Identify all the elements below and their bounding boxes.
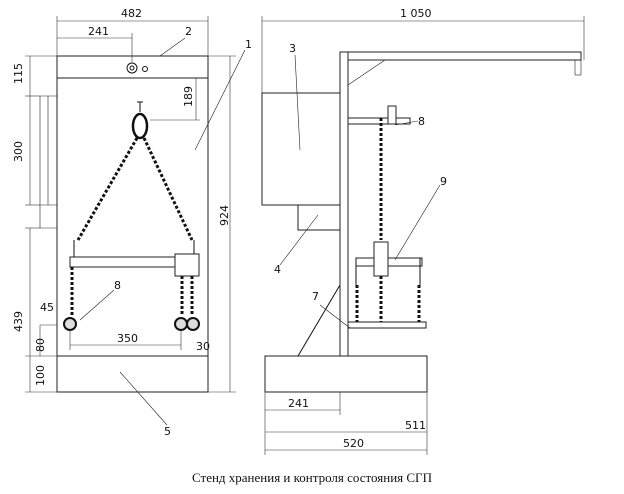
side-top-arm [347, 51, 582, 61]
hook-right-icon [186, 317, 200, 331]
chain-right [142, 137, 194, 241]
side-spreader-block [373, 241, 389, 277]
figure-caption: Стенд хранения и контроля состояния СГП [192, 470, 432, 485]
dim-overall-height: 924 [218, 205, 231, 226]
side-spreader [355, 257, 423, 267]
dim-hook-offset: 241 [88, 25, 109, 38]
bolt-icon [126, 62, 138, 74]
dim-side-base-width: 511 [405, 419, 426, 432]
side-hook-holder [387, 105, 397, 125]
callout-beam: 9 [440, 175, 447, 188]
side-post [339, 51, 349, 359]
dim-side-base-offset: 241 [288, 397, 309, 410]
front-view: 482 241 115 189 300 924 439 45 80 100 35… [12, 7, 252, 438]
side-view: 1 050 241 511 520 3 8 9 4 7 [261, 7, 585, 455]
hook-mid-icon [174, 317, 188, 331]
bolt-small-icon [142, 66, 148, 72]
dim-lower-section: 439 [12, 311, 25, 332]
callout-hook-bracket: 8 [418, 115, 425, 128]
dim-hook-drop: 189 [182, 86, 195, 107]
side-base [264, 355, 428, 393]
dim-gap: 80 [34, 338, 47, 352]
dim-base-height: 100 [34, 365, 47, 386]
front-base [56, 355, 209, 393]
dim-upper-section: 300 [12, 141, 25, 162]
dim-side-overall-width: 1 050 [400, 7, 432, 20]
bolt-center-icon [129, 65, 135, 71]
callout-frame: 1 [245, 38, 252, 51]
callout-column: 3 [289, 42, 296, 55]
dim-side-gap: 30 [196, 340, 210, 353]
dim-top-height: 115 [12, 63, 25, 84]
side-column [261, 92, 343, 206]
callout-sling: 8 [114, 279, 121, 292]
dim-overall-width: 482 [121, 7, 142, 20]
master-ring-icon [131, 112, 149, 140]
dim-hook-size: 45 [40, 301, 54, 314]
callout-base: 5 [164, 425, 171, 438]
spreader-end-block [174, 253, 200, 277]
callout-brace: 4 [274, 263, 281, 276]
side-hook-bracket [347, 117, 411, 125]
front-top-beam [56, 55, 209, 79]
side-column-lower [297, 204, 343, 231]
hook-left-icon [63, 317, 77, 331]
dim-side-total-depth: 520 [343, 437, 364, 450]
callout-shelf: 7 [312, 290, 319, 303]
callout-top-beam: 2 [185, 25, 192, 38]
dim-spacing: 350 [117, 332, 138, 345]
side-shelf [347, 321, 427, 329]
